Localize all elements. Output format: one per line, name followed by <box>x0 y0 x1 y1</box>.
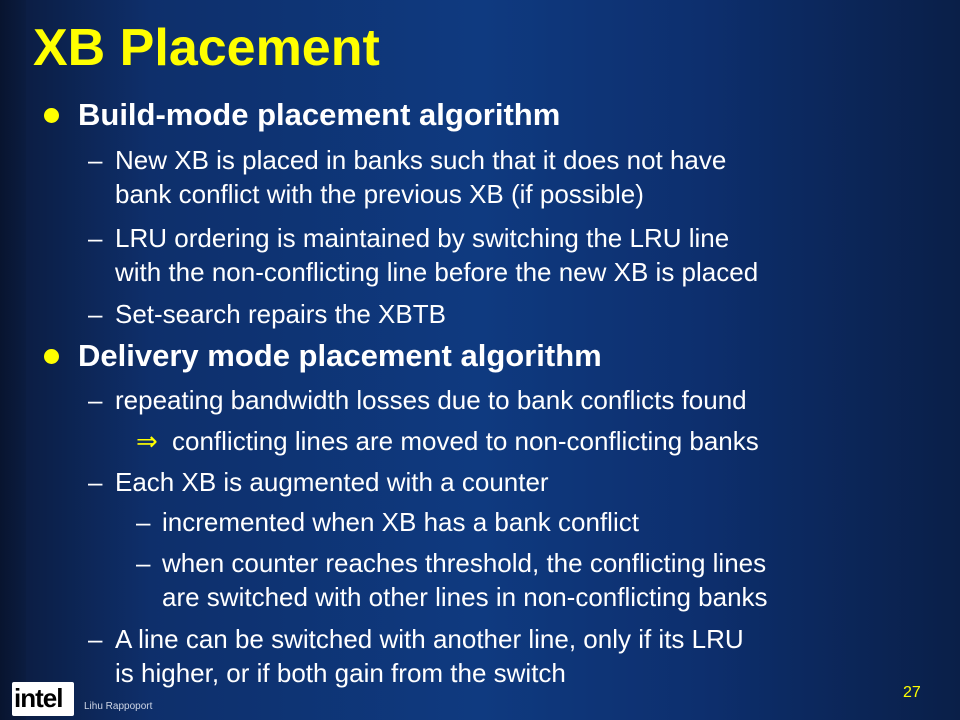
delivery-item-1-consequence: conflicting lines are moved to non-confl… <box>172 426 759 456</box>
dash-icon: – <box>88 467 103 497</box>
dash-icon: – <box>88 385 103 415</box>
delivery-item-1: repeating bandwidth losses due to bank c… <box>115 385 747 415</box>
left-band <box>0 0 26 720</box>
intel-logo-text: intel <box>14 683 63 713</box>
dash-icon: – <box>136 507 151 537</box>
build-item-3: Set-search repairs the XBTB <box>115 299 446 329</box>
build-item-1-line-2: bank conflict with the previous XB (if p… <box>115 179 644 209</box>
bullet-delivery-mode: Delivery mode placement algorithm <box>78 338 602 373</box>
build-item-2-line-2: with the non-conflicting line before the… <box>115 257 759 287</box>
intel-logo: intel <box>12 682 74 716</box>
dash-icon: – <box>88 624 103 654</box>
delivery-item-3-line-2: is higher, or if both gain from the swit… <box>115 658 566 688</box>
build-item-1-line-1: New XB is placed in banks such that it d… <box>115 145 727 175</box>
bullet-dot-icon <box>44 108 59 123</box>
dash-icon: – <box>88 299 103 329</box>
delivery-item-2-sub-1: incremented when XB has a bank conflict <box>162 507 639 537</box>
delivery-item-2-sub-2-line-1: when counter reaches threshold, the conf… <box>162 548 767 578</box>
slide-title: XB Placement <box>33 19 380 77</box>
registered-mark: ® <box>64 702 71 712</box>
dash-icon: – <box>88 223 103 253</box>
dash-icon: – <box>136 548 151 578</box>
footer-author: Lihu Rappoport <box>84 701 153 712</box>
dash-icon: – <box>88 145 103 175</box>
build-item-2-line-1: LRU ordering is maintained by switching … <box>115 223 730 253</box>
bullet-dot-icon <box>44 349 59 364</box>
delivery-item-2: Each XB is augmented with a counter <box>115 467 549 497</box>
page-number: 27 <box>903 684 921 701</box>
delivery-item-3-line-1: A line can be switched with another line… <box>115 624 744 654</box>
implies-arrow-icon: ⇒ <box>136 426 158 456</box>
delivery-item-2-sub-2-line-2: are switched with other lines in non-con… <box>162 582 768 612</box>
bullet-build-mode: Build-mode placement algorithm <box>78 97 561 132</box>
